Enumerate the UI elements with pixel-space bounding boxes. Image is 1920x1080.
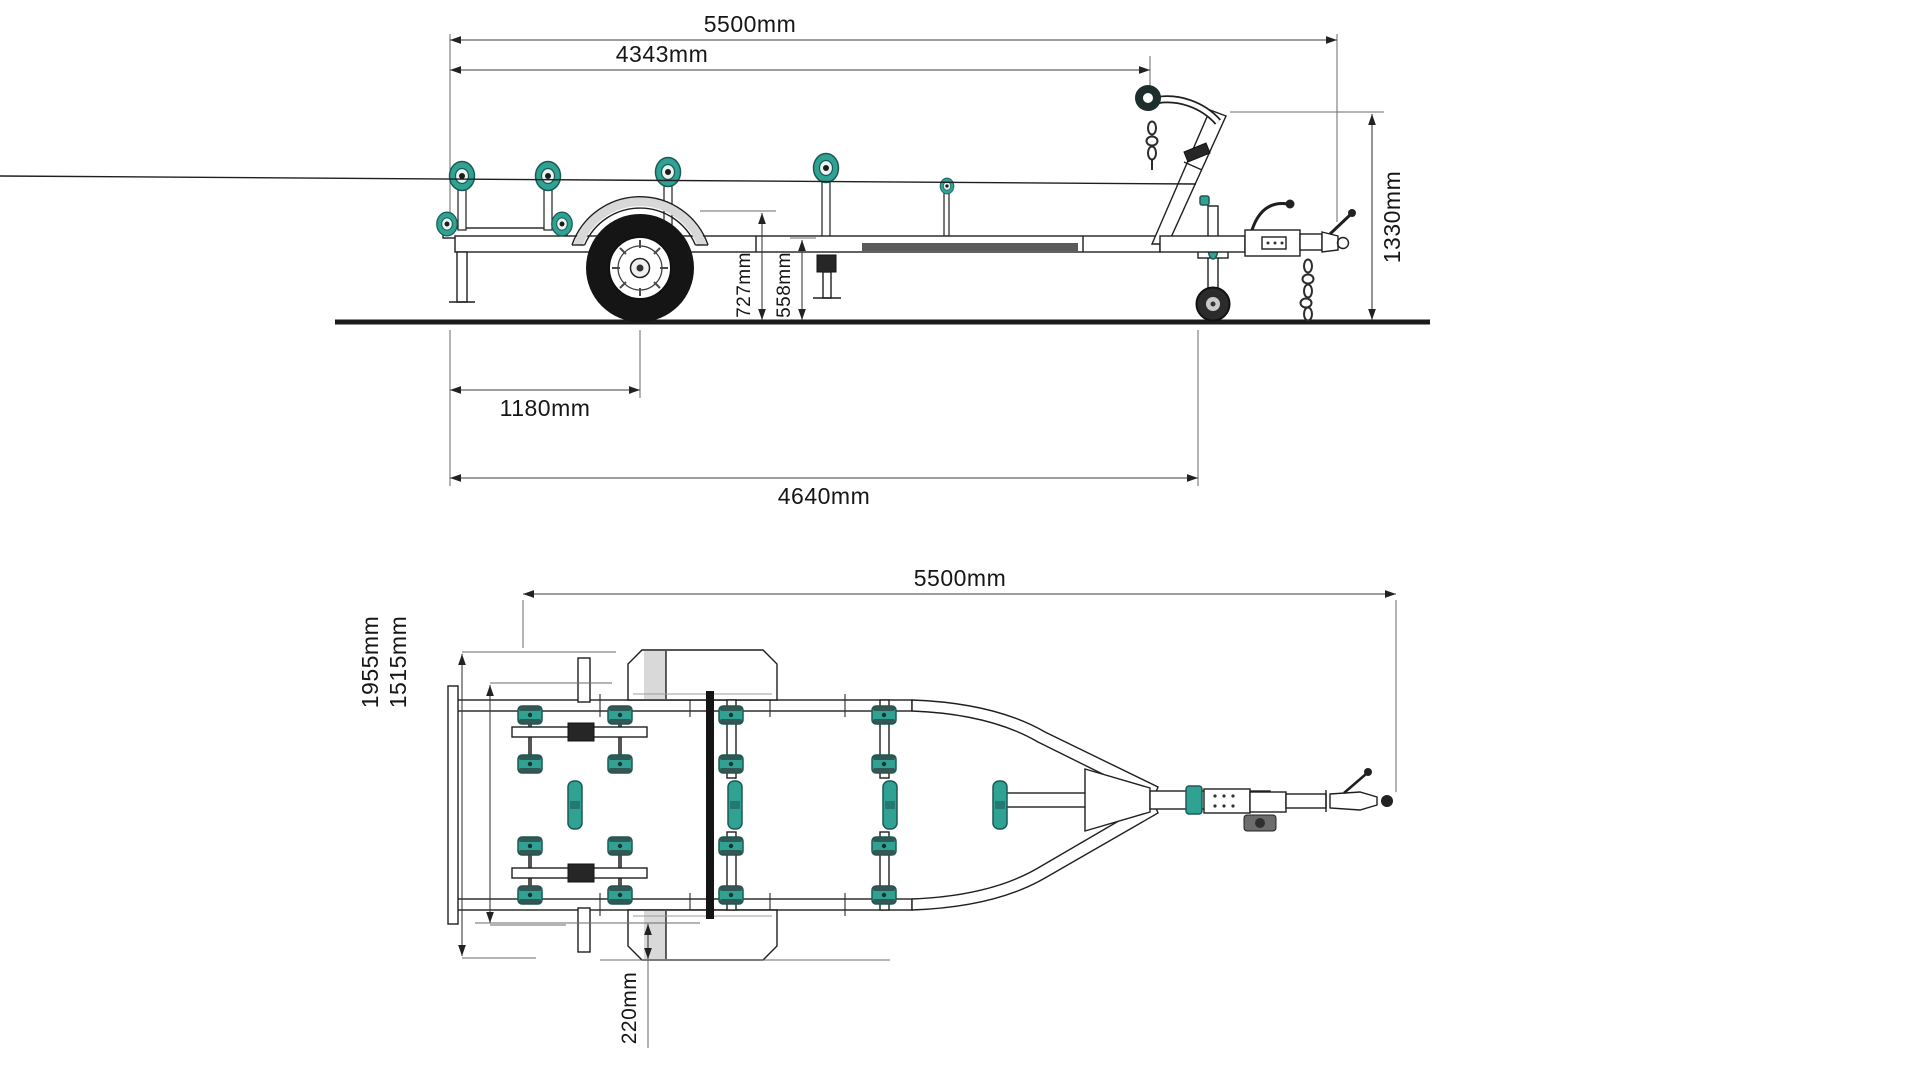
coupling-assembly-top (1149, 768, 1393, 832)
winch (1183, 142, 1211, 163)
keel-bar (706, 691, 714, 919)
dim-top-overall-length-label: 5500mm (914, 565, 1006, 591)
dim-top-fender-offset-label: 220mm (618, 972, 641, 1045)
hitch-head-top (1381, 795, 1393, 807)
dim-side-overall-height-label: 1330mm (1379, 171, 1405, 263)
coupling-assembly (1159, 199, 1356, 322)
rear-support-leg (449, 251, 475, 303)
dim-top-overall-length: 5500mm (522, 565, 1397, 792)
bow-roller-eye (1135, 85, 1161, 111)
dim-side-keel-height-label: 727mm (734, 252, 755, 318)
winch-post (0, 85, 1227, 245)
fender-side (571, 195, 709, 247)
dim-side-overall-height: 1330mm (1230, 111, 1405, 320)
dim-side-frame-height: 558mm (774, 237, 816, 320)
road-wheel (586, 214, 694, 322)
dim-side-rear-to-jockey-label: 4640mm (778, 483, 870, 509)
a-frame-tongue (911, 699, 1159, 911)
guide-post-bottom (577, 907, 591, 953)
dim-top-fender-offset: 220mm (475, 922, 890, 1048)
dim-side-frame-height-label: 558mm (774, 252, 795, 318)
winch-chain (1145, 120, 1159, 170)
top-view: 5500mm (357, 565, 1397, 1048)
dim-side-bow-length: 4343mm (450, 41, 1151, 86)
dim-top-overall-width: 1955mm (357, 616, 616, 959)
dim-side-rear-to-axle: 1180mm (449, 330, 641, 421)
safety-chain (1299, 258, 1315, 322)
dim-side-overall-length: 5500mm (449, 11, 1338, 230)
hitch-ball-socket (1336, 236, 1350, 250)
dim-side-keel-height: 727mm (700, 210, 776, 320)
dim-side-rear-to-axle-label: 1180mm (500, 395, 591, 421)
telescoping-bar (862, 243, 1078, 251)
dim-top-overall-width-label: 1955mm (357, 616, 383, 708)
jockey-wheel-assembly (1195, 195, 1231, 322)
coupling-body (1244, 229, 1301, 257)
dim-side-overall-length-label: 5500mm (704, 11, 796, 37)
guide-post-top (577, 657, 591, 703)
dim-side-rear-to-jockey: 4640mm (449, 330, 1199, 509)
side-view: 5500mm 4343mm (0, 11, 1430, 509)
dim-side-bow-length-label: 4343mm (616, 41, 708, 67)
rear-crossmember-top (447, 685, 459, 925)
fender-top (627, 649, 778, 701)
dim-top-inner-width-label: 1515mm (385, 616, 411, 708)
keel-rollers-top (567, 780, 1008, 830)
dim-top-inner-width: 1515mm (385, 616, 612, 926)
mid-bracket-leg (813, 254, 841, 299)
fender-bottom (627, 909, 778, 961)
coupling-handle (1250, 202, 1289, 231)
